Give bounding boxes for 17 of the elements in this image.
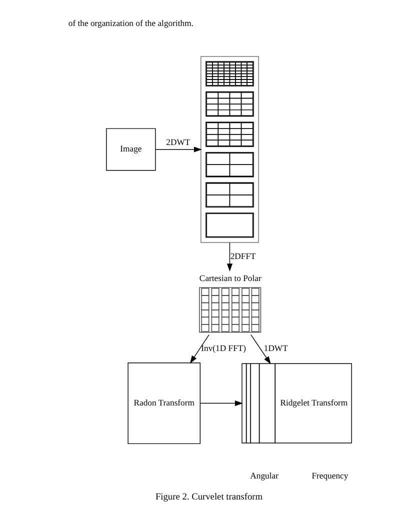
caption: Figure 2. Curvelet transform <box>155 492 263 502</box>
edge-label: 2DFFT <box>230 250 256 261</box>
node-box: Radon Transform <box>128 362 201 444</box>
arrow <box>226 242 232 272</box>
label: of the organization of the algorithm. <box>68 18 194 28</box>
node-picture <box>200 56 259 243</box>
arrow <box>200 400 243 406</box>
edge-label: 2DWT <box>166 136 190 147</box>
edge-label: Inv(1D FFT) <box>201 343 246 354</box>
label: Angular <box>250 470 279 480</box>
node-box: Image <box>106 128 156 171</box>
arrow <box>155 146 202 152</box>
label: Frequency <box>312 470 348 480</box>
edge-label: 1DWT <box>264 343 288 354</box>
arrow <box>190 334 210 364</box>
node-label: Cartesian to Polar <box>199 272 262 283</box>
arrow <box>250 334 271 364</box>
